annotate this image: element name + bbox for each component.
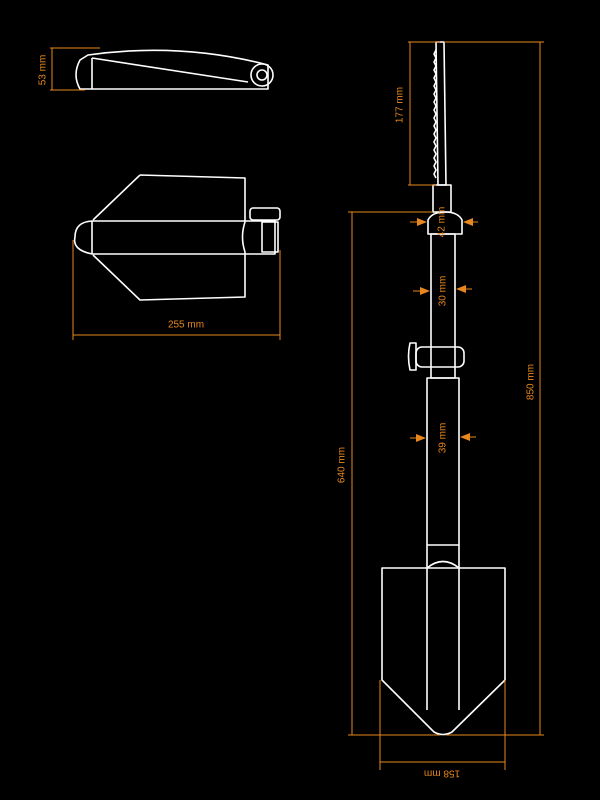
dim-177-mm: 177 mm (395, 87, 406, 123)
saw-blade (435, 41, 447, 186)
dim-255-mm: 255 mm (168, 320, 204, 331)
lock-knob-icon (407, 342, 417, 371)
dim-640-mm: 640 mm (337, 447, 348, 483)
folded-top-view: 255 mm (72, 174, 281, 340)
dim-850-mm: 850 mm (526, 364, 537, 400)
shovel-blade (381, 567, 506, 736)
dim-42-mm: 42 mm (437, 207, 448, 238)
folded-side-view: 53 mm (38, 47, 274, 91)
collar (427, 211, 463, 235)
knob-icon (249, 207, 281, 221)
dim-158-mm: 158 mm (424, 767, 460, 778)
dim-53-mm: 53 mm (38, 55, 49, 86)
dim-39-mm: 39 mm (438, 423, 449, 454)
extended-view: 177 mm 42 mm 30 mm 39 mm 640 mm 850 mm (337, 41, 544, 778)
lock-knob-icon (250, 63, 274, 87)
lower-shaft (426, 377, 460, 546)
dim-30-mm: 30 mm (438, 276, 449, 307)
